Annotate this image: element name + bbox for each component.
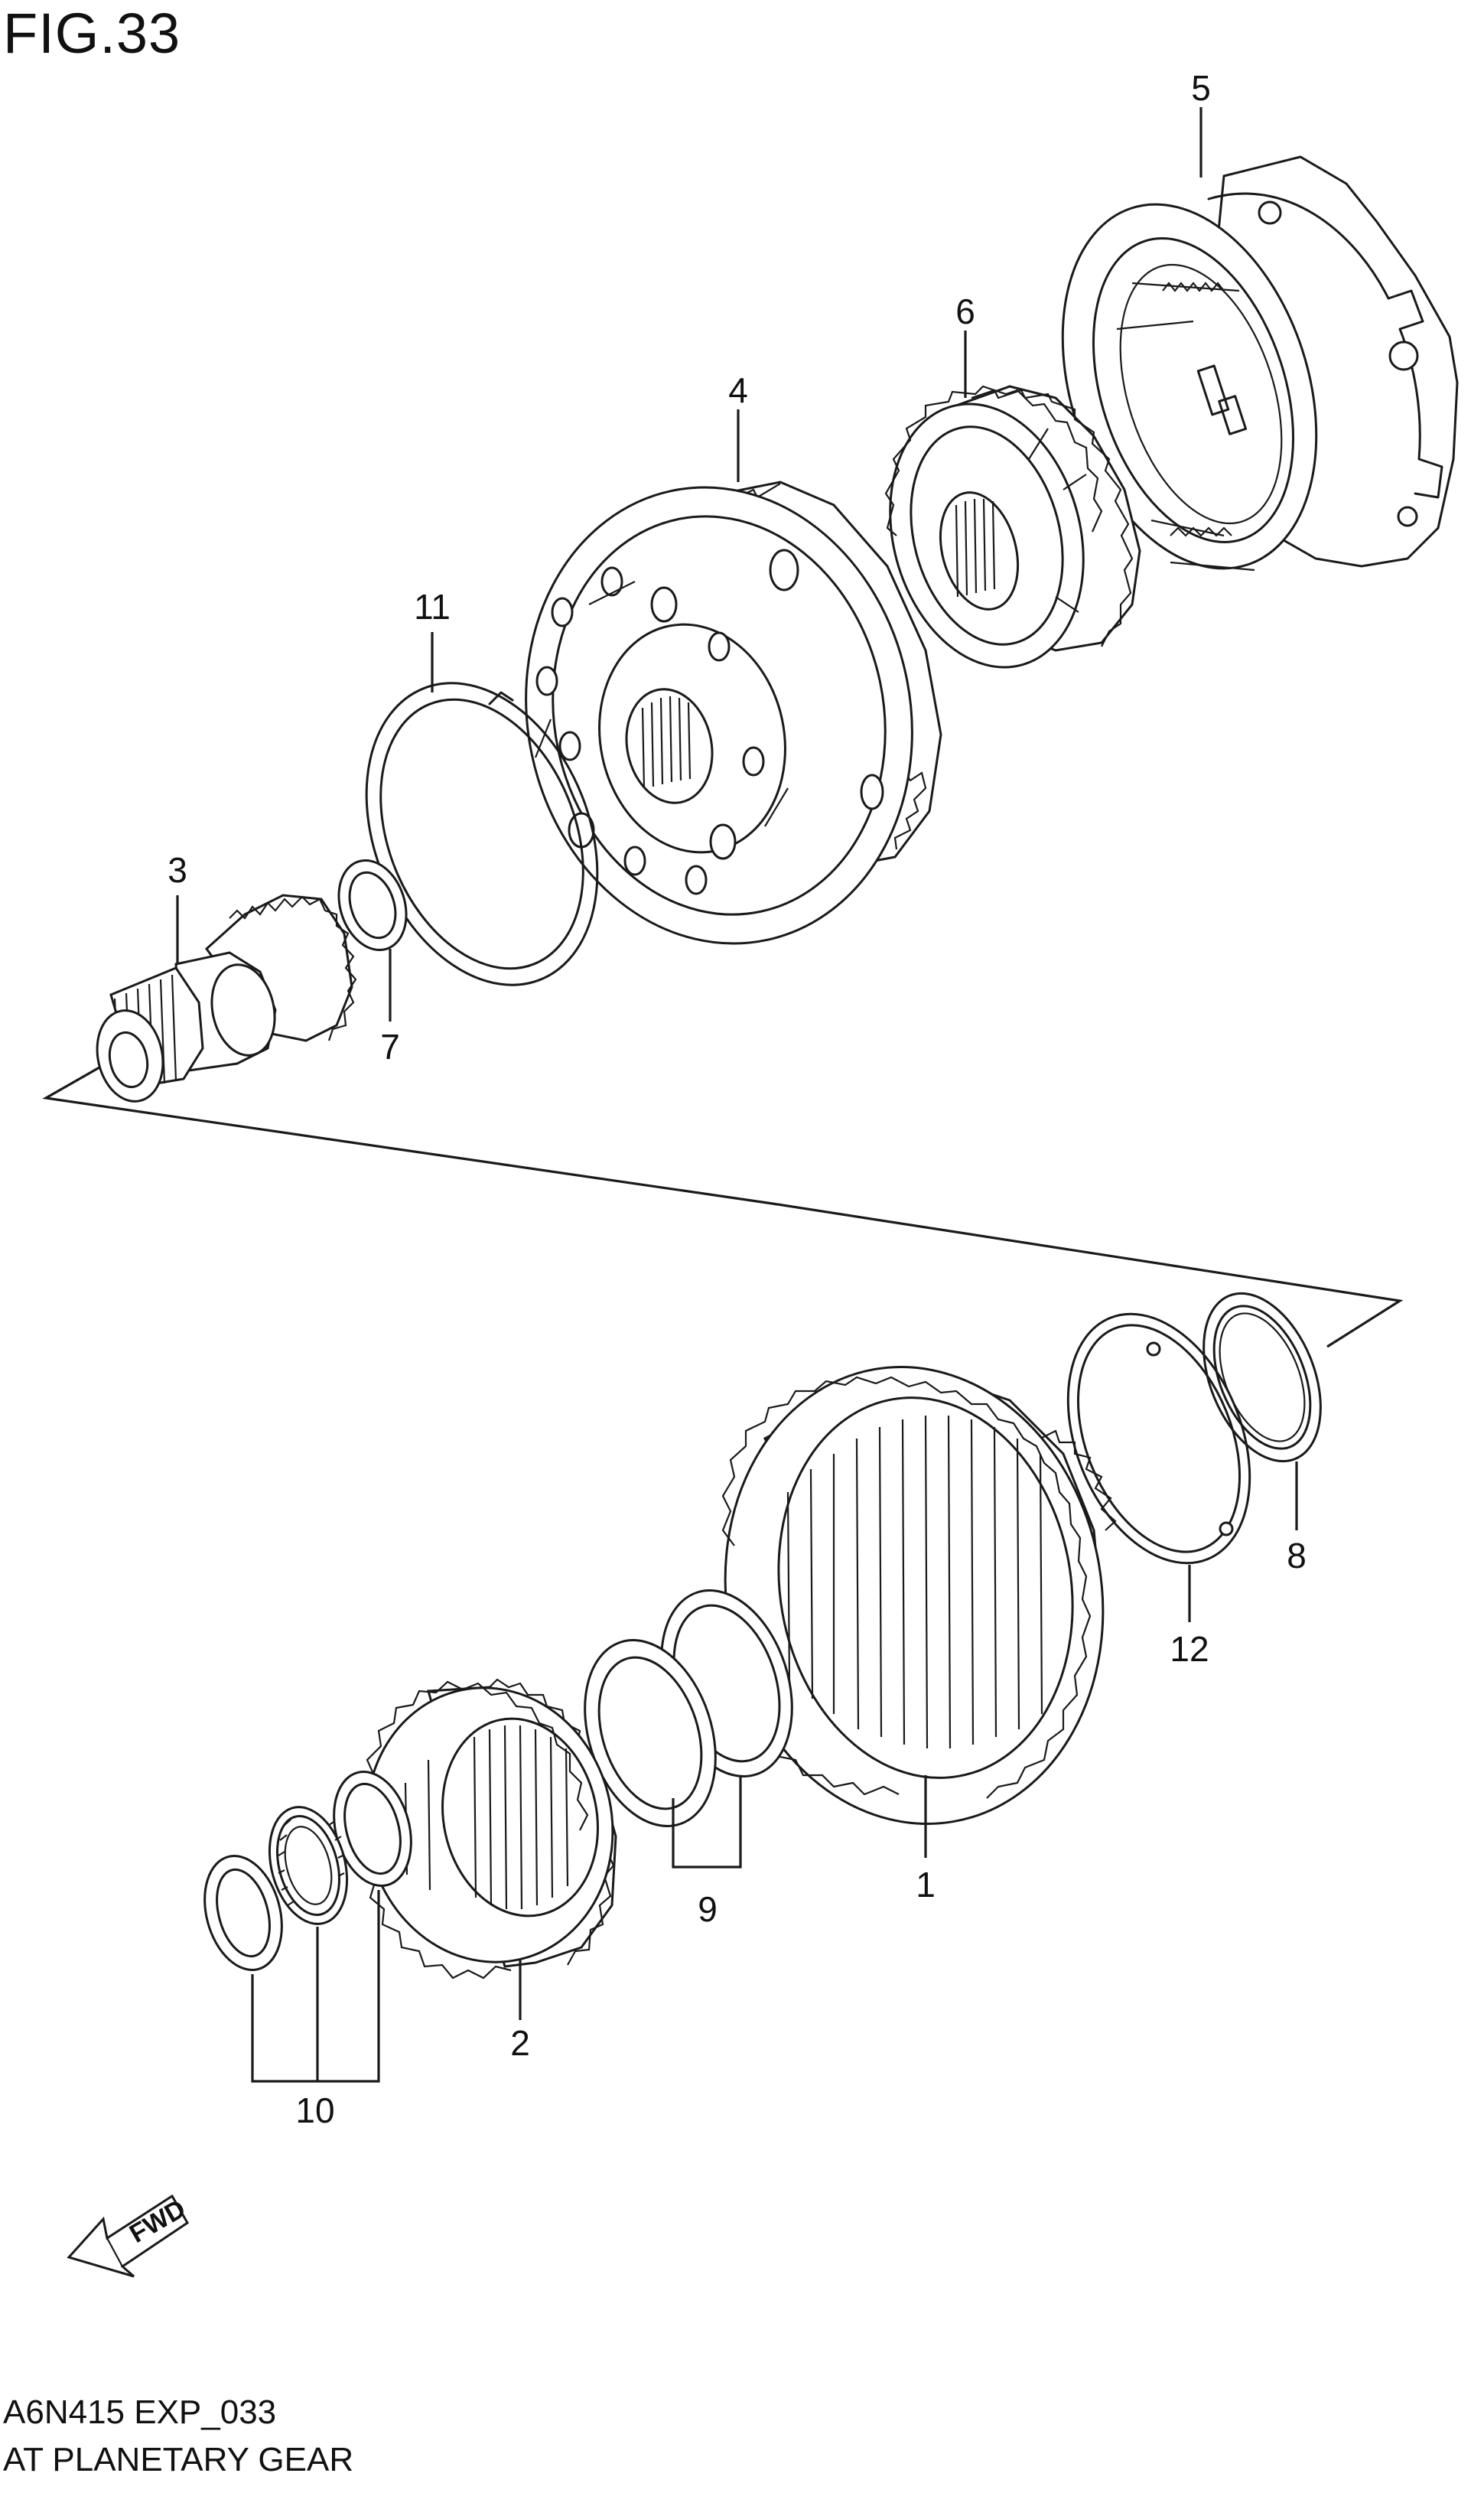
callout-8: 8	[1287, 1536, 1307, 1575]
part-9-thrust-washers	[584, 1589, 793, 1827]
callout-6: 6	[955, 292, 975, 331]
part-4-planetary-carrier	[525, 481, 942, 945]
part-2-pinion-gear	[364, 1678, 617, 1980]
callout-10: 10	[295, 2090, 335, 2130]
part-10-bearing-set	[203, 1771, 412, 1971]
leader-lines	[176, 107, 1298, 2083]
callout-9: 9	[698, 1889, 718, 1929]
callout-11: 11	[414, 587, 451, 627]
part-7-washer	[337, 859, 408, 952]
part-6-sun-gear	[884, 385, 1141, 669]
part-12-thrust-plate	[1066, 1312, 1251, 1565]
diagram-code: A6N415 EXP_033	[3, 2393, 277, 2431]
part-8-seal-ring	[1202, 1292, 1322, 1463]
callout-7: 7	[380, 1027, 400, 1067]
callout-2: 2	[510, 2023, 530, 2063]
callout-3: 3	[168, 850, 187, 890]
callout-12: 12	[1170, 1629, 1209, 1669]
part-5-ring-gear-drum	[1061, 155, 1459, 572]
part-3-shaft-gear	[96, 894, 357, 1103]
fwd-direction-arrow: FWD	[67, 2194, 190, 2278]
callout-4: 4	[728, 370, 748, 410]
callout-1: 1	[916, 1865, 936, 1905]
figure-title: FIG.33	[3, 2, 181, 65]
assembly-divider-line	[42, 1035, 1404, 1348]
diagram-caption: AT PLANETARY GEAR	[3, 2441, 354, 2478]
callout-5: 5	[1191, 68, 1211, 108]
part-1-gear-drum	[721, 1366, 1117, 1825]
